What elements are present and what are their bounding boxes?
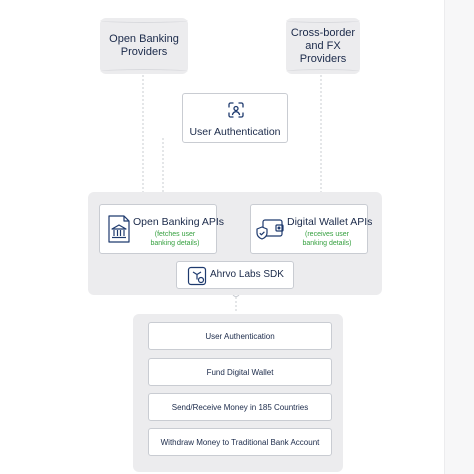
digital-wallet-apis-card: Digital Wallet APIs (receives user banki…: [250, 204, 372, 254]
open-banking-apis-title: Open Banking APIs: [133, 216, 225, 228]
open-banking-apis-card: Open Banking APIs (fetches user banking …: [99, 204, 224, 254]
open-banking-providers-label: Open Banking Providers: [109, 33, 179, 58]
wallet-shield-icon: [256, 219, 284, 240]
step-label: Fund Digital Wallet: [206, 367, 274, 377]
cross-border-fx-providers-db: Cross-border and FX Providers: [286, 18, 360, 74]
ahrvo-labs-sdk-card: Ahrvo Labs SDK: [176, 261, 294, 289]
cross-border-fx-providers-label: Cross-border and FX Providers: [290, 26, 356, 65]
face-scan-icon: [228, 102, 244, 118]
open-banking-providers-db: Open Banking Providers: [100, 18, 188, 74]
step-user-authentication: User Authentication: [148, 322, 332, 350]
user-authentication-card: User Authentication: [182, 93, 288, 143]
step-label: Withdraw Money to Traditional Bank Accou…: [160, 437, 320, 447]
step-withdraw-money: Withdraw Money to Traditional Bank Accou…: [148, 428, 332, 456]
bank-document-icon: [108, 215, 130, 243]
digital-wallet-apis-title: Digital Wallet APIs: [287, 216, 373, 228]
sdk-gear-icon: [187, 266, 207, 286]
side-strip: [444, 0, 474, 474]
step-label: Send/Receive Money in 185 Countries: [171, 402, 309, 412]
step-label: User Authentication: [205, 331, 275, 341]
step-send-receive-money: Send/Receive Money in 185 Countries: [148, 393, 332, 421]
user-authentication-label: User Authentication: [189, 126, 281, 138]
digital-wallet-apis-subtitle: (receives user banking details): [302, 231, 352, 247]
open-banking-apis-subtitle: (fetches user banking details): [150, 231, 200, 247]
ahrvo-labs-sdk-label: Ahrvo Labs SDK: [210, 269, 284, 280]
step-fund-digital-wallet: Fund Digital Wallet: [148, 358, 332, 386]
